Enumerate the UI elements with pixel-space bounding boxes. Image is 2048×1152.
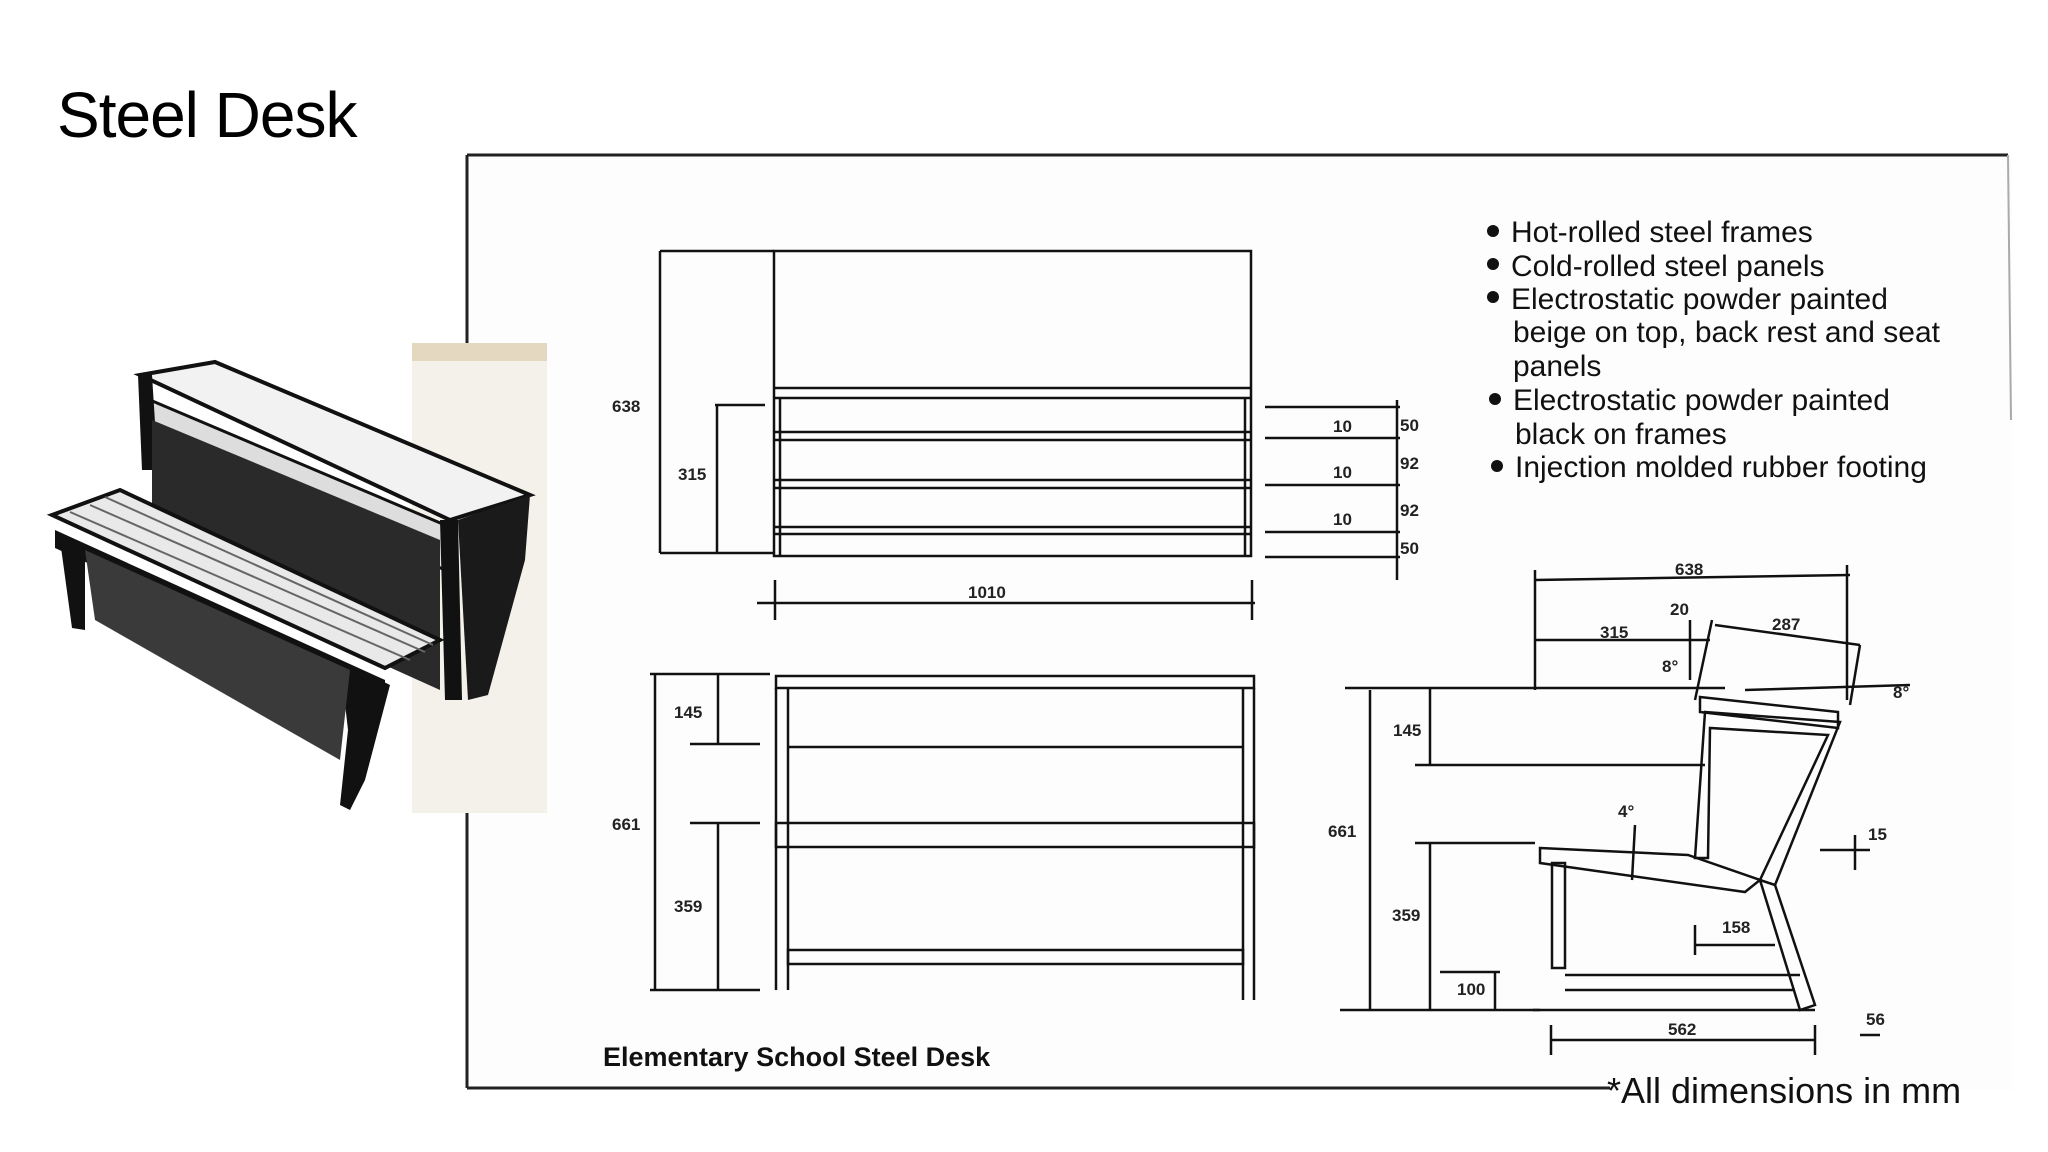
feature-item: Electrostatic powder painted: [1511, 283, 1888, 316]
units-footnote: *All dimensions in mm: [1607, 1070, 1962, 1111]
drawing-sheet: [467, 155, 2012, 1090]
dim-seat-depth: 158: [1722, 918, 1750, 937]
rear-elevation: [650, 672, 1256, 1000]
dim-rail-top: 50: [1400, 416, 1419, 435]
feature-item: black on frames: [1515, 418, 1727, 451]
feature-item: beige on top, back rest and seat: [1513, 316, 1941, 349]
dim-base-depth: 562: [1668, 1020, 1696, 1039]
sheet-border-right: [2007, 154, 2012, 421]
feature-item: panels: [1513, 350, 1601, 383]
dim-slat-gap-2: 10: [1333, 463, 1352, 482]
feature-list: Hot-rolled steel frames Cold-rolled stee…: [1487, 216, 1941, 484]
dim-side-upper: 145: [1393, 721, 1421, 740]
dim-base-offset: 56: [1866, 1010, 1885, 1029]
dim-front-height: 638: [612, 397, 640, 416]
dim-rear-seat: 359: [674, 897, 702, 916]
feature-item: Injection molded rubber footing: [1515, 451, 1927, 484]
dim-rail-bottom: 50: [1400, 539, 1419, 558]
dim-front-sub-height: 315: [678, 465, 706, 484]
bullet-dot: [1487, 225, 1499, 237]
feature-item: Electrostatic powder painted: [1513, 384, 1890, 417]
slide-title: Steel Desk: [57, 79, 357, 151]
bullet-dot: [1487, 258, 1499, 270]
dim-side-height: 661: [1328, 822, 1356, 841]
dim-rail-mid-1: 92: [1400, 454, 1419, 473]
bullet-dot: [1487, 291, 1499, 303]
bench-photo: [46, 343, 547, 813]
feature-item: Cold-rolled steel panels: [1511, 250, 1825, 283]
dim-angle-seat: 4°: [1618, 802, 1634, 821]
feature-item: Hot-rolled steel frames: [1511, 216, 1813, 249]
dim-side-back: 315: [1600, 623, 1628, 642]
dim-rear-top: 145: [674, 703, 702, 722]
dim-rear-height: 661: [612, 815, 640, 834]
dim-slat-gap-3: 10: [1333, 510, 1352, 529]
dim-side-gap: 20: [1670, 600, 1689, 619]
dim-foot-height: 100: [1457, 980, 1485, 999]
bullet-dot: [1491, 460, 1503, 472]
dim-side-lower: 359: [1392, 906, 1420, 925]
side-elevation: [1340, 565, 1911, 1055]
dim-leg-offset: 15: [1868, 825, 1887, 844]
dim-rail-mid-2: 92: [1400, 501, 1419, 520]
dim-width: 1010: [968, 583, 1006, 602]
dim-side-depth: 638: [1675, 560, 1703, 579]
dim-slat-gap-1: 10: [1333, 417, 1352, 436]
dim-side-top: 287: [1772, 615, 1800, 634]
drawing-caption: Elementary School Steel Desk: [603, 1042, 991, 1072]
front-elevation: [658, 249, 1400, 620]
dim-angle-back: 8°: [1662, 657, 1678, 676]
dim-angle-top: 8°: [1893, 683, 1909, 702]
bullet-dot: [1489, 393, 1501, 405]
